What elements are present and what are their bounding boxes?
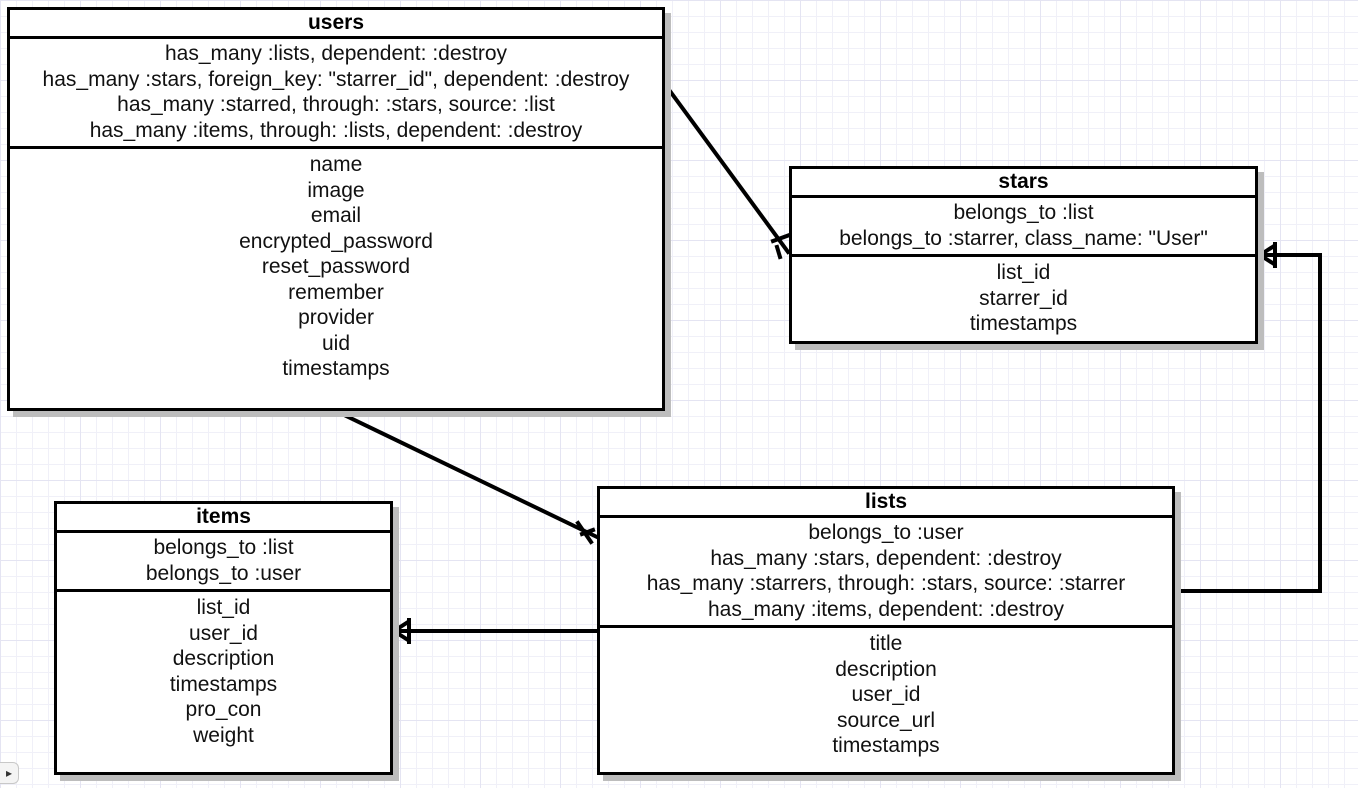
attribute-field: timestamps — [832, 734, 940, 757]
attribute-field: starrer_id — [979, 286, 1068, 310]
attribute-field: description — [172, 647, 275, 670]
association-line: has_many :stars, foreign_key: "starrer_i… — [42, 67, 630, 91]
association-line: belongs_to :user — [808, 521, 964, 544]
attribute-field: list_id — [996, 261, 1051, 284]
association-line: has_many :items, through: :lists, depend… — [89, 118, 583, 142]
association-line: has_many :starrers, through: :stars, sou… — [646, 572, 1126, 595]
association-line: belongs_to :starrer, class_name: "User" — [839, 226, 1208, 250]
crowfoot-marker — [391, 619, 411, 634]
attribute-field: source_url — [836, 708, 936, 732]
association-line: belongs_to :list — [953, 201, 1094, 224]
attribute-field: reset_password — [261, 255, 411, 278]
attribute-field: list_id — [196, 596, 251, 619]
crowfoot-marker — [391, 628, 411, 643]
attribute-field: description — [835, 657, 937, 681]
relationship-lists-items[interactable] — [391, 618, 599, 644]
crowfoot-marker — [1257, 243, 1277, 258]
attribute-field: email — [310, 204, 362, 227]
panel-toggle-icon[interactable]: ▸ — [0, 762, 19, 784]
attribute-field: timestamps — [969, 312, 1078, 335]
attribute-field: title — [869, 632, 903, 655]
entity-title: stars — [792, 169, 1255, 198]
attribute-field: name — [309, 153, 363, 176]
attribute-field: encrypted_password — [239, 229, 433, 253]
attribute-field: user_id — [189, 621, 258, 645]
attribute-field: pro_con — [185, 698, 262, 721]
association-line: has_many :stars, dependent: :destroy — [710, 546, 1062, 570]
entity-title: items — [57, 504, 390, 533]
association-line: has_many :lists, dependent: :destroy — [164, 42, 508, 65]
attribute-field: provider — [298, 306, 374, 329]
entity-title: lists — [600, 489, 1172, 518]
attribute-field: user_id — [851, 683, 921, 706]
crowfoot-marker — [1257, 252, 1277, 267]
attribute-field: weight — [193, 723, 254, 747]
relationship-users-stars[interactable] — [664, 84, 798, 260]
attribute-field: timestamps — [282, 357, 390, 380]
association-line: has_many :starred, through: :stars, sour… — [117, 93, 555, 116]
association-line: belongs_to :user — [145, 561, 302, 585]
users-entity[interactable]: users has_many :lists, dependent: :destr… — [7, 7, 665, 411]
relationship-users-lists[interactable] — [337, 410, 600, 545]
attribute-field: timestamps — [169, 672, 278, 696]
attribute-field: image — [307, 178, 365, 202]
entity-title: users — [10, 10, 662, 39]
attribute-field: uid — [321, 331, 351, 355]
relationship-lists-stars[interactable] — [1178, 242, 1322, 593]
crowfoot-marker — [774, 244, 783, 260]
crowfoot-marker — [579, 527, 596, 537]
association-line: belongs_to :list — [153, 536, 294, 559]
attribute-field: remember — [288, 280, 384, 304]
association-line: has_many :items, dependent: :destroy — [707, 597, 1065, 621]
